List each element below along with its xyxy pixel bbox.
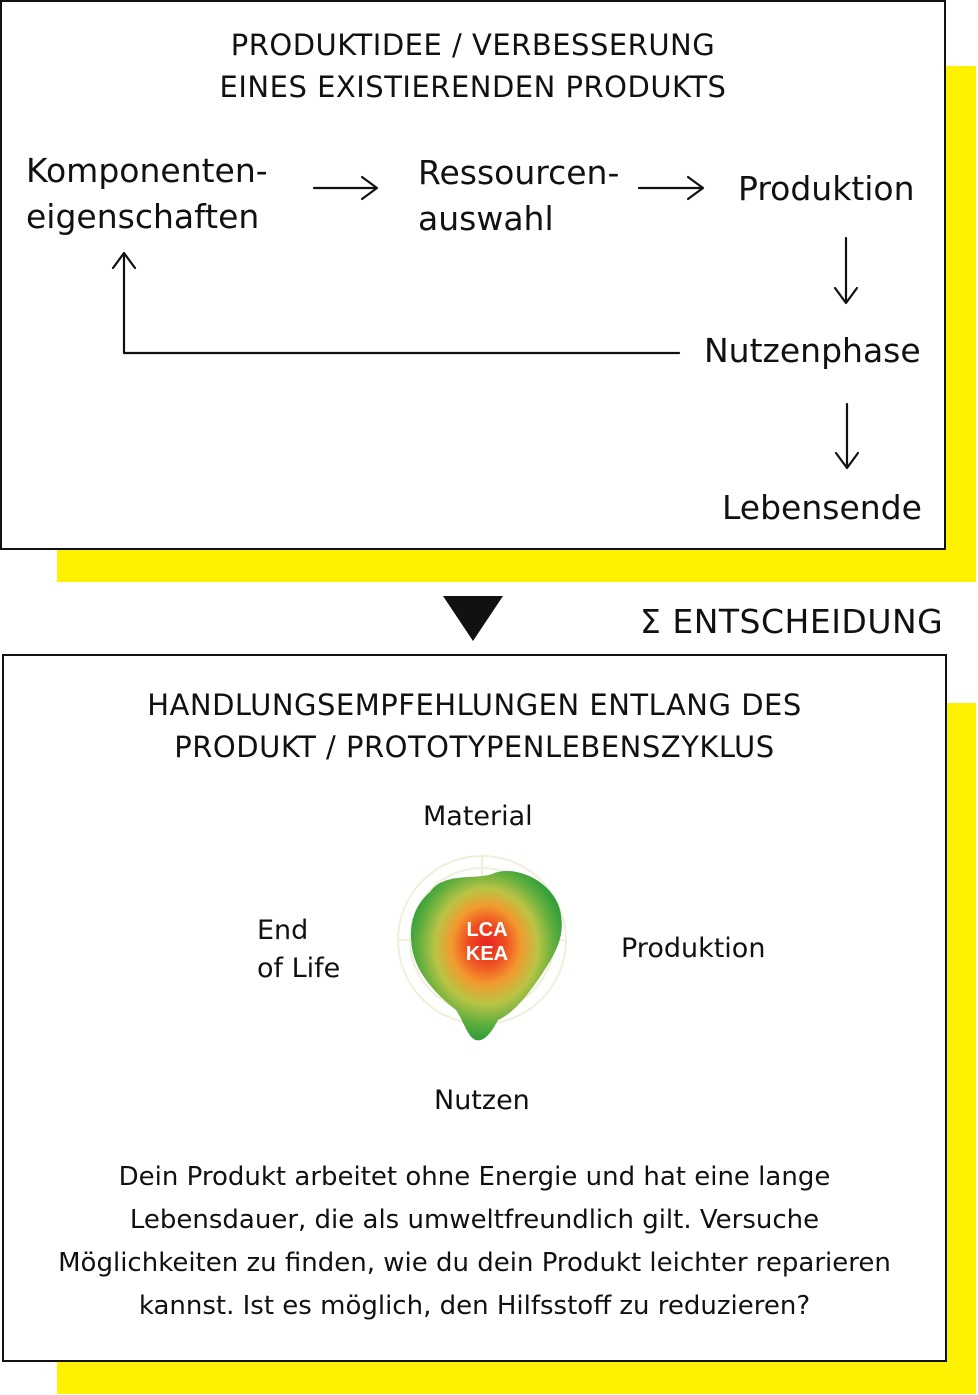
decision-label: Σ ENTSCHEIDUNG — [640, 602, 944, 641]
arrow-feedback-loop — [111, 251, 681, 355]
node-komponenteneigenschaften: Komponenten- eigenschaften — [26, 148, 268, 240]
node-produktion: Produktion — [738, 169, 915, 208]
impact-blob — [410, 871, 562, 1041]
axis-label-end-of-life: End of Life — [257, 912, 340, 988]
top-panel-title: PRODUKTIDEE / VERBESSERUNG EINES EXISTIE… — [2, 24, 944, 108]
recommendation-line-2: Lebensdauer, die als umweltfreundlich gi… — [129, 1205, 820, 1235]
axis-label-nutzen: Nutzen — [434, 1085, 530, 1116]
node-ressourcen-line2: auswahl — [418, 199, 554, 238]
bottom-panel-title-line2: PRODUKT / PROTOTYPENLEBENSZYKLUS — [174, 730, 775, 764]
flow-arrows — [111, 175, 860, 470]
node-nutzenphase: Nutzenphase — [704, 331, 921, 370]
node-lebensende: Lebensende — [722, 488, 922, 527]
bottom-panel-title: HANDLUNGSEMPFEHLUNGEN ENTLANG DES PRODUK… — [4, 684, 945, 768]
node-komponenten-line2: eigenschaften — [26, 197, 260, 236]
node-ressourcen-line1: Ressourcen- — [418, 153, 620, 192]
axis-label-end-of-life-line2: of Life — [257, 953, 341, 984]
recommendation-line-3: Möglichkeiten zu finden, wie du dein Pro… — [58, 1248, 891, 1278]
top-panel-title-line2: EINES EXISTIERENDEN PRODUKTS — [219, 70, 727, 104]
axis-label-material: Material — [423, 801, 533, 832]
recommendation-text: Dein Produkt arbeitet ohne Energie und h… — [4, 1156, 945, 1328]
bottom-panel-title-line1: HANDLUNGSEMPFEHLUNGEN ENTLANG DES — [147, 688, 802, 722]
recommendation-line-4: kannst. Ist es möglich, den Hilfsstoff z… — [138, 1291, 811, 1321]
node-ressourcenauswahl: Ressourcen- auswahl — [418, 150, 619, 242]
center-label-lca: LCA — [466, 919, 507, 941]
axis-label-produktion: Produktion — [621, 933, 766, 964]
recommendation-line-1: Dein Produkt arbeitet ohne Energie und h… — [118, 1162, 831, 1192]
arrow-komponenten-to-ressourcen — [312, 175, 379, 201]
bottom-panel: HANDLUNGSEMPFEHLUNGEN ENTLANG DES PRODUK… — [2, 654, 947, 1362]
arrow-nutzenphase-to-lebensende — [834, 402, 860, 470]
top-panel-title-line1: PRODUKTIDEE / VERBESSERUNG — [230, 28, 716, 62]
top-panel: PRODUKTIDEE / VERBESSERUNG EINES EXISTIE… — [0, 0, 946, 550]
impact-radar-chart: LCA KEA — [397, 855, 567, 1041]
down-triangle-icon — [443, 596, 503, 641]
node-komponenten-line1: Komponenten- — [26, 151, 268, 190]
arrow-ressourcen-to-produktion — [637, 175, 705, 201]
axis-label-end-of-life-line1: End — [257, 915, 309, 946]
center-label-kea: KEA — [466, 943, 508, 965]
arrow-produktion-to-nutzenphase — [833, 236, 859, 305]
